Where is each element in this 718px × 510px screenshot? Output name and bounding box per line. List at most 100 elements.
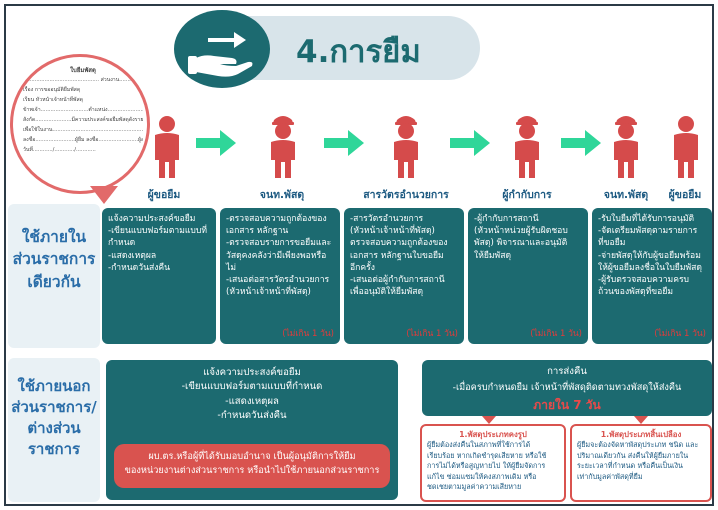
return-branch-arrow-right [634, 416, 648, 424]
step-line: ถ้วนของพัสดุที่ขอยืม [598, 287, 674, 298]
step-line: -ผู้รับตรวจสอบความครบ [598, 275, 690, 286]
step-line: -เสนอต่อสารวัตรอำนวยการ [226, 275, 330, 286]
arrow-right-icon [324, 130, 364, 160]
step-card-requester: แจ้งความประสงค์ขอยืม -เขียนแบบฟอร์มตามแบบ… [102, 208, 216, 344]
step-line: -กำหนดวันส่งคืน [108, 262, 171, 273]
durable-goods-line: ผู้ยืมต้องส่งคืนในสภาพที่ใช้การได้ [427, 440, 531, 450]
role-label-requester-2: ผู้ขอยืม [668, 189, 702, 201]
arrow-right-icon [561, 130, 601, 160]
return-line: -เมื่อครบกำหนดยืม เจ้าหน้าที่พัสดุติดตาม… [452, 382, 682, 393]
step-line: เอกสาร หลักฐาน [226, 226, 289, 237]
step-line: วัสดุคงคลังว่ามีเพียงพอหรือ [226, 250, 327, 261]
step-line: (หัวหน้าเจ้าหน้าที่พัสดุ) [226, 287, 311, 298]
form-line: ลงชื่อ........................ผู้ยืม ลงช… [23, 136, 143, 143]
authority-line: ผบ.ตร.หรือผู้ที่ได้รับมอบอำนาจ เป็นผู้อน… [148, 451, 356, 462]
request-line: -แสดงเหตุผล [225, 395, 279, 407]
role-label-admin-inspector: สารวัตรอำนวยการ [363, 189, 449, 201]
role-label-supply-officer: จนท.พัสดุ [259, 189, 305, 201]
consumable-goods-line: ปริมาณเดียวกัน ส่งคืนให้ผู้ยืมภายใน [577, 450, 689, 460]
section1-label-line: เดียวกัน [27, 272, 81, 291]
consumable-goods-line: ระยะเวลาที่กำหนด หรือคืนเป็นเงิน [577, 461, 683, 471]
time-limit-note: (ไม่เกิน 1 วัน) [654, 328, 706, 339]
step-line: (หัวหน้าหน่วยผู้รับผิดชอบ [474, 226, 568, 237]
requester-person-icon [151, 110, 183, 184]
approval-authority-box: ผบ.ตร.หรือผู้ที่ได้รับมอบอำนาจ เป็นผู้อน… [114, 444, 390, 488]
section2-label-line: ราชการ [27, 440, 81, 458]
form-line: วันที่............/............/........… [23, 146, 96, 153]
step-line: ให้ผู้ขอยืมลงชื่อในใบยืมพัสดุ [598, 262, 703, 273]
durable-goods-line: เรียบร้อย หากเกิดชำรุดเสียหาย หรือใช้ [427, 450, 547, 460]
external-request-card: แจ้งความประสงค์ขอยืม -เขียนแบบฟอร์มตามแบบ… [106, 360, 398, 500]
section2-label-line: ส่วนราชการ/ [11, 398, 97, 416]
return-card: การส่งคืน -เมื่อครบกำหนดยืม เจ้าหน้าที่พ… [422, 360, 712, 416]
section2-label: ใช้ภายนอก ส่วนราชการ/ ต่างส่วน ราชการ [8, 358, 100, 502]
step-line: -เขียนแบบฟอร์มตามแบบที่ [108, 226, 207, 237]
arrow-right-icon [196, 130, 236, 160]
request-line: -กำหนดวันส่งคืน [217, 410, 287, 422]
step-line: ให้ยืมพัสดุ [474, 250, 512, 261]
supply-officer-2-police-icon [610, 110, 642, 184]
step-line: อีกครั้ง [350, 262, 375, 273]
step-card-superintendent: -ผู้กำกับการสถานี (หัวหน้าหน่วยผู้รับผิดช… [468, 208, 588, 344]
hand-giving-icon [188, 32, 253, 77]
durable-goods-line: แก้ไข ซ่อมแซมให้คงสภาพเดิม หรือ [427, 471, 537, 481]
step-line: -จ่ายพัสดุให้กับผู้ขอยืมพร้อม [598, 250, 701, 261]
return-title: การส่งคืน [547, 366, 587, 377]
step-line: ไม่ [226, 262, 236, 273]
form-line: เรียน หัวหน้าเจ้าหน้าที่พัสดุ [23, 97, 83, 104]
durable-goods-box: 1.พัสดุประเภทคงรูป ผู้ยืมต้องส่งคืนในสภา… [420, 424, 566, 502]
supply-officer-police-icon [267, 110, 299, 184]
return-days: ภายใน 7 วัน [533, 398, 601, 412]
admin-inspector-police-icon [390, 110, 422, 184]
step-line: ที่ขอยืม [598, 238, 626, 249]
section1-label-line: ใช้ภายใน [21, 228, 87, 246]
consumable-goods-box: 1.พัสดุประเภทสิ้นเปลือง ผู้ยืมจะต้องจัดห… [570, 424, 712, 502]
step-line: -จัดเตรียมพัสดุตามรายการ [598, 226, 698, 237]
magnifier-pointer [90, 186, 118, 204]
return-branch-arrow-left [482, 416, 496, 424]
step-line: -ตรวจสอบรายการขอยืมและ [226, 238, 332, 249]
time-limit-note: (ไม่เกิน 1 วัน) [282, 328, 334, 339]
section1-label-line: ส่วนราชการ [12, 250, 96, 269]
superintendent-police-icon [511, 110, 543, 184]
authority-line: ของหน่วยงานต่างส่วนราชการ หรือนำไปใช้ภาย… [124, 465, 380, 477]
step-line: -ผู้กำกับการสถานี [474, 214, 539, 224]
durable-goods-line: ชดเชยตามมูลค่าความเสียหาย [427, 482, 522, 492]
arrow-right-icon [450, 130, 490, 160]
step-line: กำหนด [108, 238, 136, 249]
form-line: เรื่อง การขออนุมัติยืมพัสดุ [23, 87, 81, 94]
section2-label-line: ต่างส่วน [27, 419, 81, 437]
hand-icon-circle [174, 10, 270, 88]
form-line: เพื่อใช้ในงาน...........................… [23, 126, 143, 133]
role-label-superintendent: ผู้กำกับการ [502, 189, 552, 201]
request-line: แจ้งความประสงค์ขอยืม [203, 367, 301, 378]
step-line: พัสดุ) พิจารณาและอนุมัติ [474, 238, 568, 249]
durable-goods-line: การไม่ได้หรือสูญหายไป ให้ผู้ยืมจัดการ [427, 461, 546, 471]
durable-goods-title: 1.พัสดุประเภทคงรูป [459, 430, 527, 439]
step-line: -เสนอต่อผู้กำกับการสถานี [350, 275, 445, 286]
step-line: (หัวหน้าเจ้าหน้าที่พัสดุ) [350, 226, 435, 237]
step-line: แจ้งความประสงค์ขอยืม [108, 214, 196, 224]
consumable-goods-line: เท่ากับมูลค่าพัสดุที่ยืม [577, 471, 643, 481]
step-card-supply-check: -ตรวจสอบความถูกต้องของเอกสาร หลักฐาน-ตรว… [220, 208, 340, 344]
role-label-requester: ผู้ขอยืม [147, 189, 181, 201]
step-line: เพื่ออนุมัติให้ยืมพัสดุ [350, 287, 424, 298]
page-title: 4.การยืม [296, 34, 421, 70]
step-line: -ตรวจสอบความถูกต้องของ [226, 214, 327, 224]
borrow-form-magnifier: ใบยืมพัสดุ ที่..........................… [10, 54, 150, 194]
diagram-frame: 4.การยืม ใบยืมพัสดุ ที่.................… [4, 4, 714, 506]
consumable-goods-line: ผู้ยืมจะต้องจัดหาพัสดุประเภท ชนิด และ [577, 440, 699, 450]
request-line: -เขียนแบบฟอร์มตามแบบที่กำหนด [181, 381, 323, 393]
form-heading: ใบยืมพัสดุ [70, 67, 96, 74]
form-line: ข้าพเจ้า.............................ตำแ… [23, 107, 143, 114]
step-line: ตรวจสอบความถูกต้องของ [350, 238, 448, 249]
step-line: -แสดงเหตุผล [108, 250, 157, 261]
step-line: -รับใบยืมที่ได้รับการอนุมัติ [598, 214, 695, 224]
step-card-admin-inspector: -สารวัตรอำนวยการ(หัวหน้าเจ้าหน้าที่พัสดุ… [344, 208, 464, 344]
section2-label-line: ใช้ภายนอก [17, 377, 91, 395]
step-line: เอกสาร หลักฐานใบขอยืม [350, 250, 444, 261]
role-label-supply-officer-2: จนท.พัสดุ [603, 189, 649, 201]
step-card-supply-dispatch: -รับใบยืมที่ได้รับการอนุมัติ -จัดเตรียมพั… [592, 208, 712, 344]
section1-label: ใช้ภายใน ส่วนราชการ เดียวกัน [8, 204, 100, 348]
requester-2-person-icon [670, 110, 702, 184]
